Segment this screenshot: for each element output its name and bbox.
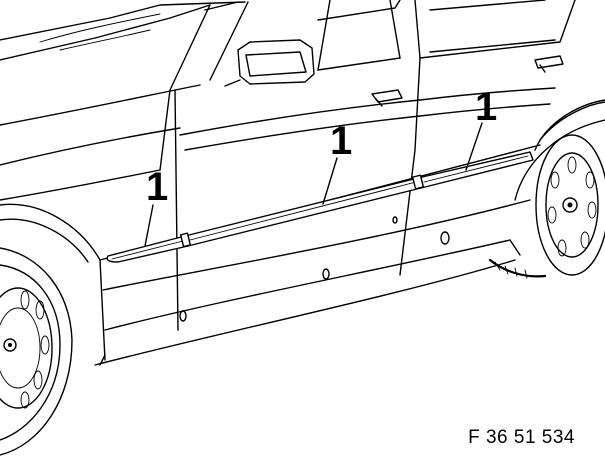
rear-door xyxy=(414,0,576,117)
rear-wheel xyxy=(488,99,605,279)
callout-label-middle: 1 xyxy=(330,119,352,163)
windshield xyxy=(0,1,246,61)
moulding-middle-section xyxy=(184,177,422,247)
moulding-front-section xyxy=(106,235,189,263)
front-wheel xyxy=(0,203,106,456)
figure-code: F 36 51 534 xyxy=(468,427,575,448)
callout-label-right: 1 xyxy=(475,85,497,129)
front-door xyxy=(174,0,421,331)
moulding-rear-section xyxy=(417,151,534,189)
side-mirror xyxy=(224,39,315,87)
callout-leaders xyxy=(144,122,483,247)
callout-label-left: 1 xyxy=(146,165,168,209)
side-moulding xyxy=(106,151,534,263)
hood-and-pillar xyxy=(0,1,249,201)
